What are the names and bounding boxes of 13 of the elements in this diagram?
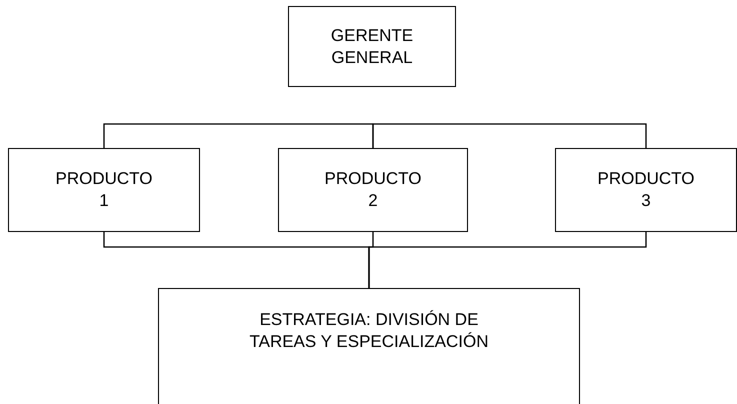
org-box (8, 148, 200, 232)
box-label: PRODUCTO 2 (324, 168, 422, 212)
connector-line (103, 123, 374, 148)
box-label: PRODUCTO 1 (54, 168, 154, 212)
org-box (158, 288, 580, 404)
box-label: PRODUCTO 3 (596, 168, 696, 212)
org-box (288, 6, 456, 87)
org-box (278, 148, 468, 232)
box-label: GERENTE GENERAL (330, 24, 414, 68)
connector-line (372, 123, 647, 148)
org-box (555, 148, 737, 232)
connector-line (368, 232, 647, 288)
box-label: ESTRATEGIA: DIVISIÓN DE TAREAS Y ESPECIALIZACIÓN (248, 309, 490, 353)
